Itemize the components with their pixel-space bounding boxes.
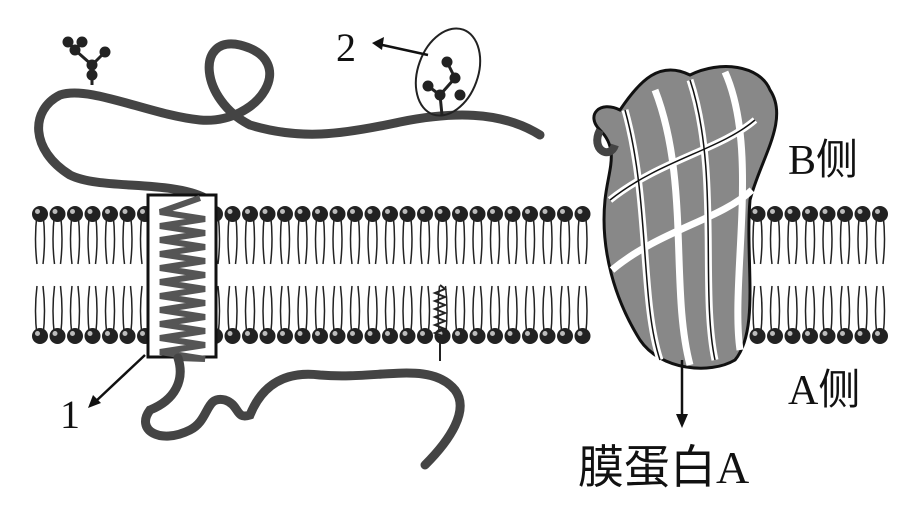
phospholipid (67, 206, 83, 344)
phospholipid (487, 206, 503, 344)
phospholipid (329, 206, 346, 344)
phospholipid (767, 206, 783, 344)
phospholipid (504, 206, 521, 344)
phospholipid (522, 206, 538, 344)
phospholipid (312, 206, 328, 344)
phospholipid (102, 206, 118, 344)
phospholipid (574, 206, 591, 344)
phospholipid (452, 206, 468, 344)
phospholipid (784, 206, 801, 344)
phospholipid (242, 206, 258, 344)
pointer-arrow-1 (94, 354, 146, 403)
label-1: 1 (60, 392, 80, 437)
label-protein-a: 膜蛋白A (578, 442, 750, 493)
arrowhead-1 (88, 395, 101, 408)
phospholipid (417, 206, 433, 344)
alpha-helix (159, 195, 206, 362)
phospholipid (802, 206, 818, 344)
membrane-protein-a (592, 65, 779, 370)
label-side-b: B侧 (788, 138, 859, 184)
label-2: 2 (336, 25, 356, 70)
phospholipid (469, 206, 486, 344)
arrowhead-protein-a (676, 414, 688, 428)
phospholipid (382, 206, 398, 344)
phospholipid (854, 206, 871, 344)
lipid-anchor (432, 284, 448, 361)
phospholipid (749, 206, 766, 344)
phospholipid (557, 206, 573, 344)
phospholipid (539, 206, 556, 344)
phospholipid (49, 206, 66, 344)
sugar-chain-left (62, 36, 111, 85)
phospholipid (872, 206, 888, 344)
phospholipid (347, 206, 363, 344)
phospholipid (119, 206, 136, 344)
phospholipid (294, 206, 311, 344)
protein-chain-bottom (141, 353, 465, 470)
sugar-chain-right (422, 56, 466, 116)
phospholipid (224, 206, 241, 344)
phospholipid (32, 206, 48, 344)
phospholipid (84, 206, 101, 344)
phospholipid (837, 206, 853, 344)
pointer-arrow-2 (377, 42, 429, 57)
phospholipid (277, 206, 293, 344)
arrowhead-2 (372, 37, 384, 50)
glycoprotein-chain-top (34, 39, 545, 203)
label-side-a: A侧 (788, 368, 861, 414)
phospholipid (819, 206, 836, 344)
phospholipid (399, 206, 416, 344)
phospholipid (364, 206, 381, 344)
sugar-chain-circle (414, 27, 482, 117)
phospholipid (259, 206, 276, 344)
